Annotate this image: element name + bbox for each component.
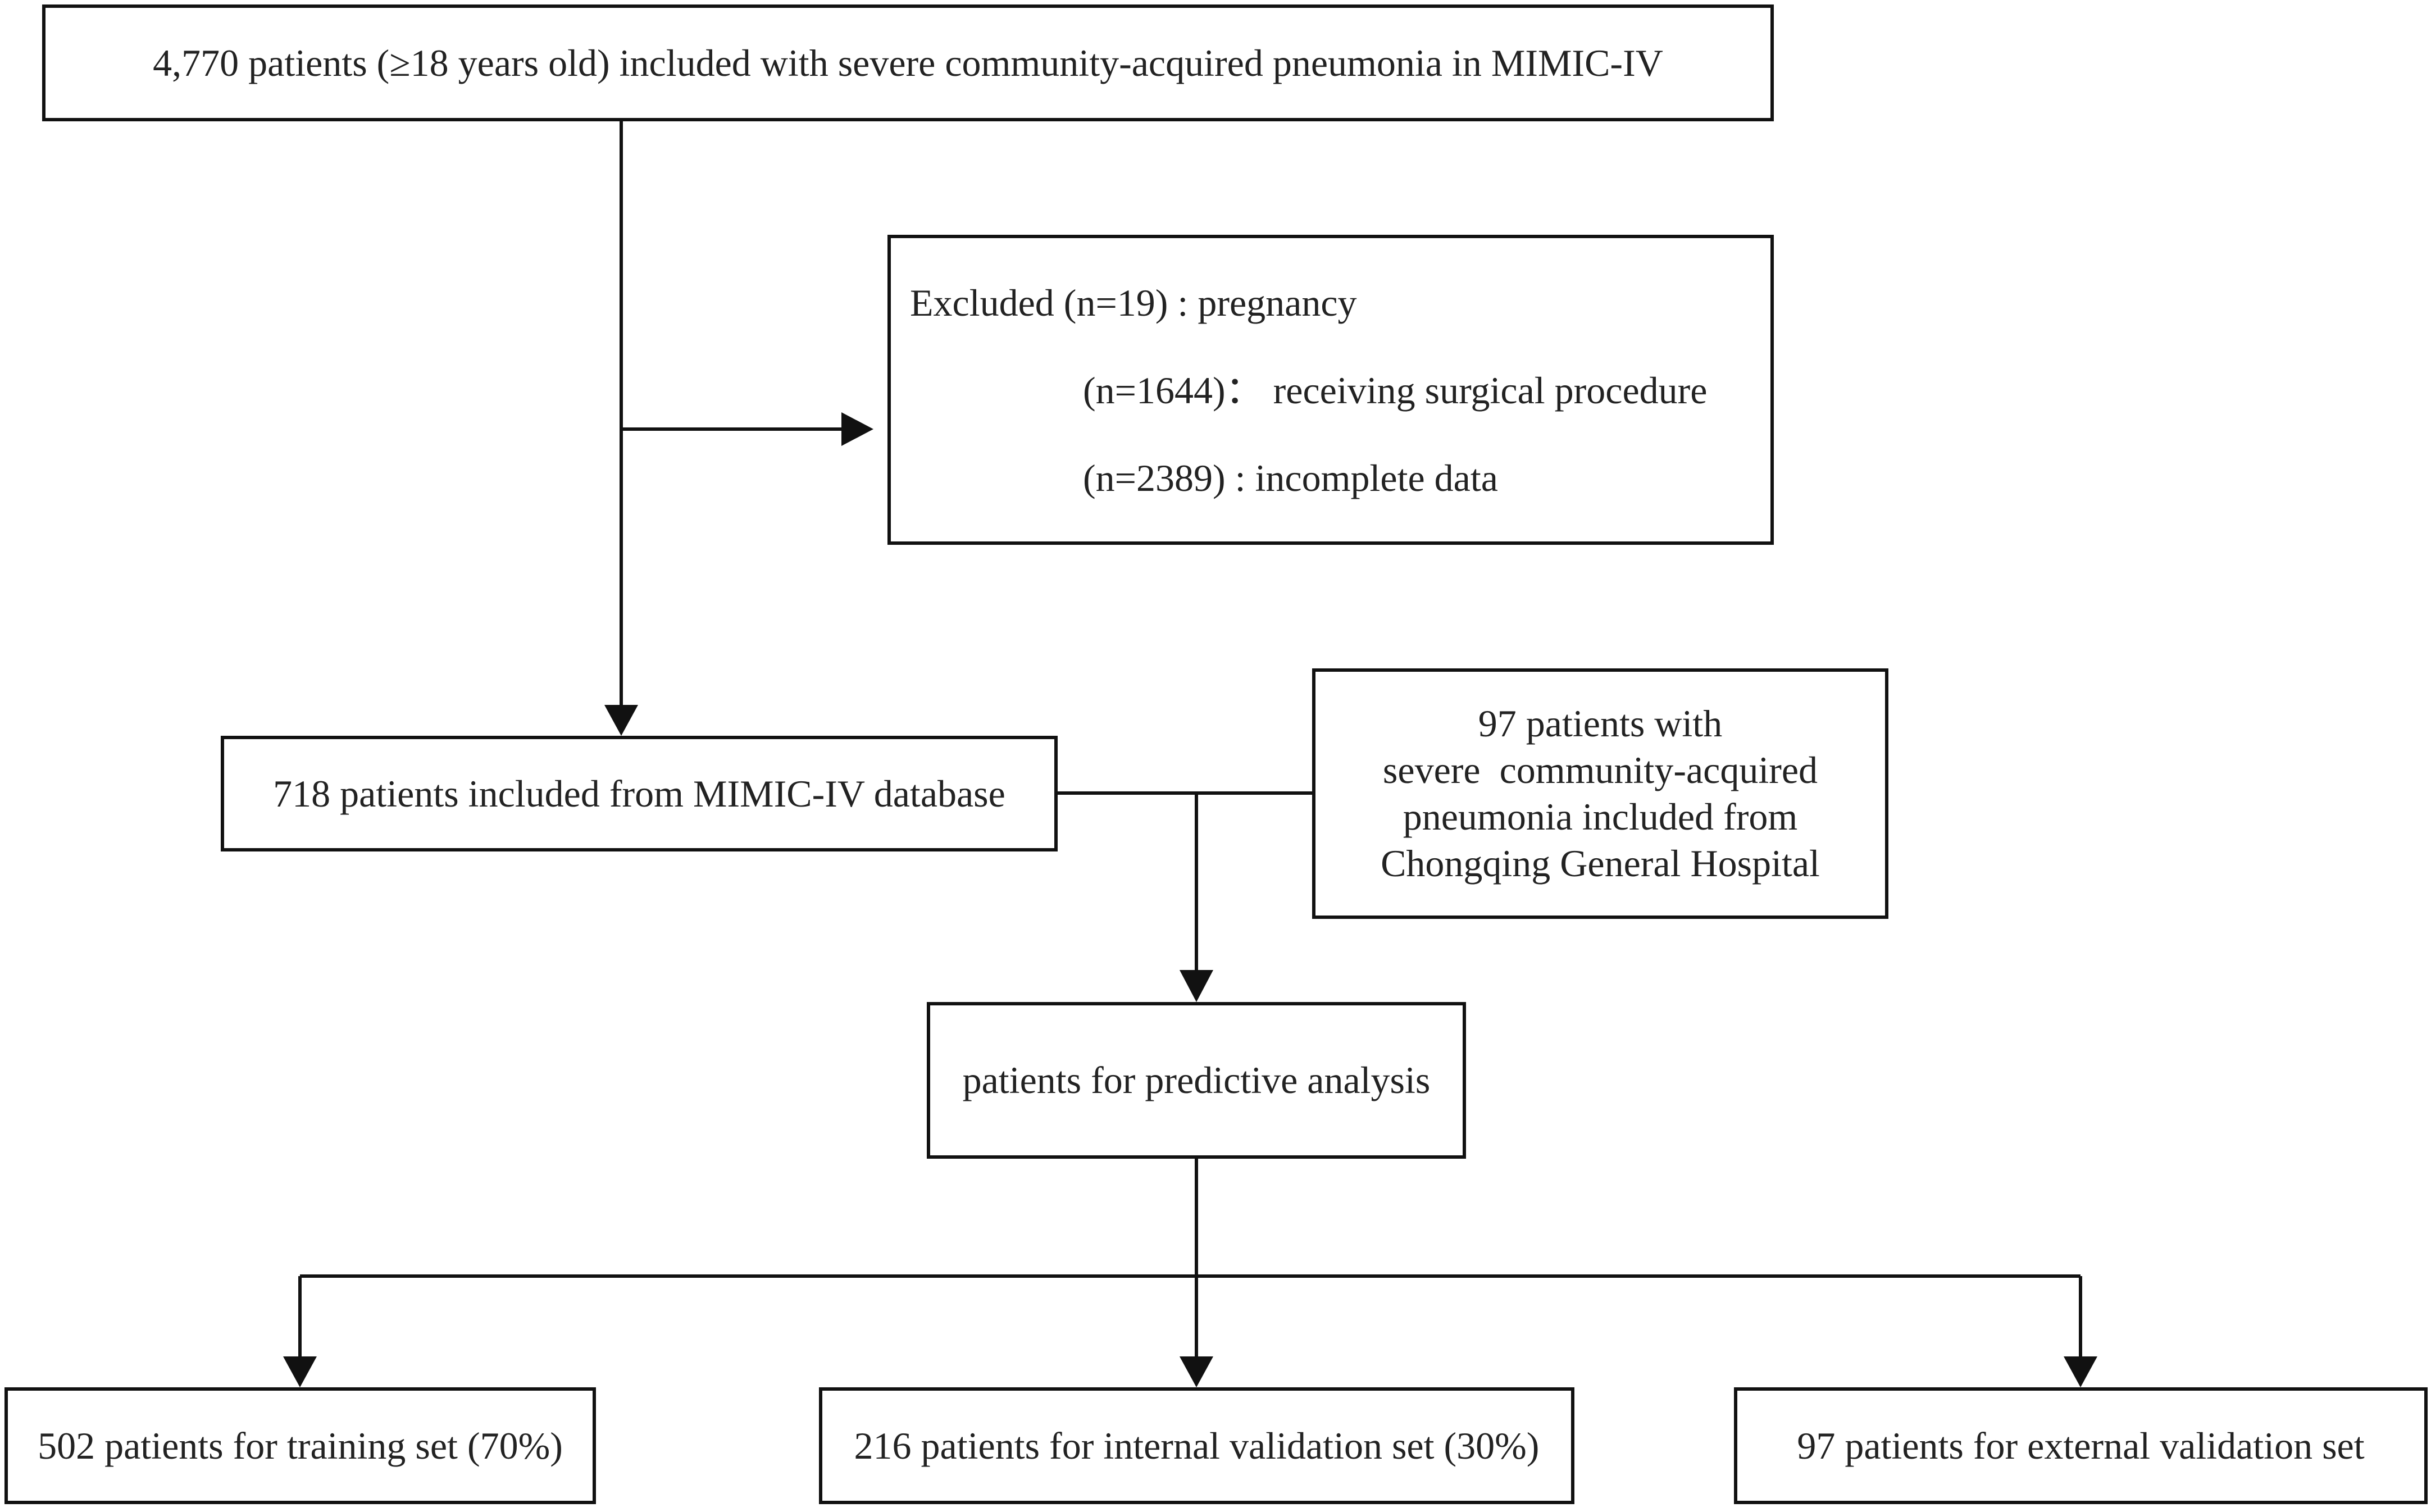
box-external-validation: 97 patients for external validation set: [1734, 1387, 2428, 1504]
exclusion-pregnancy: Excluded (n=19) : pregnancy: [910, 281, 1357, 324]
external-cohort-line-1: 97 patients with: [1478, 702, 1723, 745]
external-validation-text: 97 patients for external validation set: [1797, 1424, 2365, 1467]
arrow-to-external-validation: [2064, 1356, 2097, 1387]
arrow-to-exclusion: [841, 412, 873, 446]
arrow-to-internal: [1180, 1356, 1213, 1387]
box-predictive-analysis: patients for predictive analysis: [927, 1002, 1466, 1159]
box-training-set: 502 patients for training set (70%): [4, 1387, 596, 1504]
arrow-to-training: [283, 1356, 317, 1387]
exclusion-incomplete: (n=2389) : incomplete data: [1083, 457, 1498, 499]
external-cohort-line-3: pneumonia included from: [1403, 795, 1798, 838]
internal-validation-text: 216 patients for internal validation set…: [854, 1424, 1540, 1467]
box-internal-validation: 216 patients for internal validation set…: [819, 1387, 1574, 1504]
predictive-analysis-text: patients for predictive analysis: [962, 1059, 1431, 1102]
initial-cohort-text: 4,770 patients (≥18 years old) included …: [153, 41, 1663, 84]
arrow-to-analysis: [1180, 970, 1213, 1002]
box-initial-cohort: 4,770 patients (≥18 years old) included …: [42, 4, 1774, 121]
arrow-to-mimic: [604, 705, 638, 736]
external-cohort-line-2: severe community-acquired: [1382, 749, 1818, 792]
training-set-text: 502 patients for training set (70%): [38, 1424, 563, 1467]
box-external-cohort: 97 patients with severe community-acquir…: [1312, 668, 1888, 919]
external-cohort-line-4: Chongqing General Hospital: [1381, 841, 1820, 885]
exclusion-surgical: (n=1644)： receiving surgical procedure: [1083, 369, 1708, 412]
box-mimic-included: 718 patients included from MIMIC-IV data…: [221, 736, 1058, 851]
box-exclusions: Excluded (n=19) : pregnancy (n=1644)： re…: [887, 235, 1774, 545]
mimic-included-text: 718 patients included from MIMIC-IV data…: [273, 772, 1005, 815]
